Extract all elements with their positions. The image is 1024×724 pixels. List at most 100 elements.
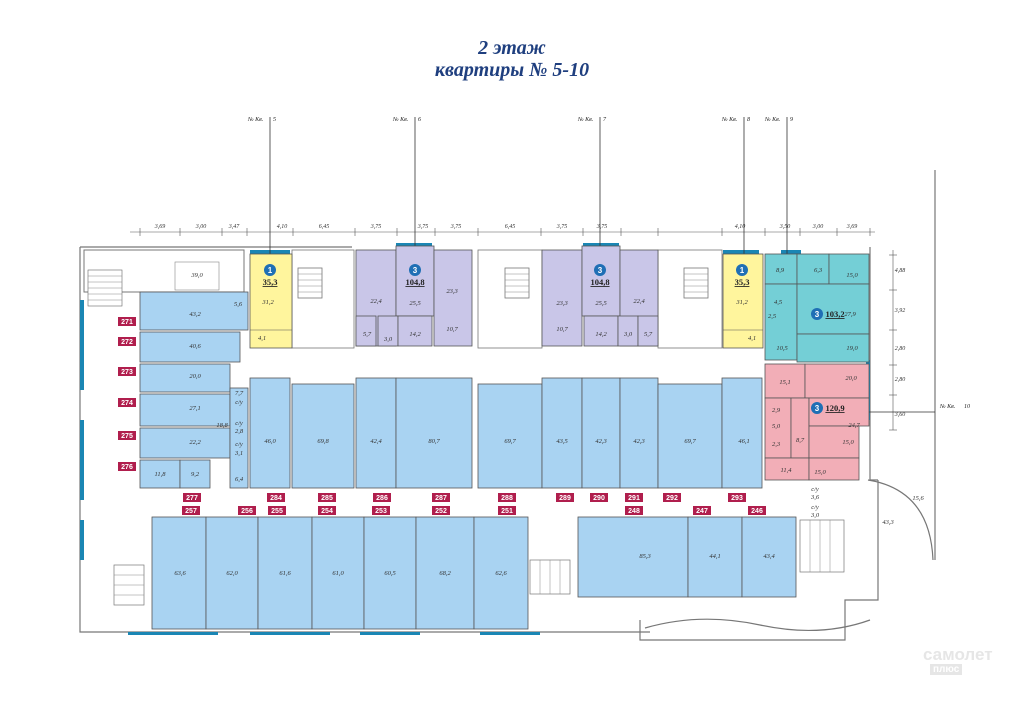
svg-text:287: 287 (435, 495, 447, 502)
apartment-10[interactable] (764, 363, 870, 481)
room-area: 22,4 (633, 298, 645, 305)
dim-label: 3,75 (596, 224, 608, 230)
apartments-subtitle: квартиры № 5-10 (434, 59, 590, 81)
room-area: 20,0 (189, 373, 201, 380)
svg-text:271: 271 (121, 319, 133, 326)
apartment-badge-9[interactable]: 3 103,2 (811, 308, 845, 320)
svg-text:285: 285 (321, 495, 333, 502)
dim-label: 3,75 (556, 224, 568, 230)
room-area: 7,7 (235, 390, 244, 397)
room-area: 3,0 (810, 512, 820, 519)
apartment-label-8: № Кв.8 (721, 117, 750, 123)
svg-text:8: 8 (747, 117, 750, 123)
svg-text:104,8: 104,8 (590, 277, 609, 287)
apartment-label-10: № Кв.10 (939, 404, 970, 410)
room-area: 31,2 (261, 299, 274, 306)
dim-label: 6,45 (319, 223, 330, 230)
svg-text:274: 274 (121, 400, 133, 407)
apartment-badge-7[interactable]: 3 104,8 (590, 264, 610, 287)
room-area: 11,8 (155, 471, 167, 478)
svg-text:257: 257 (185, 508, 197, 515)
room-area: 46,1 (738, 438, 749, 445)
room-area: 10,7 (556, 326, 568, 333)
svg-text:35,3: 35,3 (263, 277, 278, 287)
svg-text:273: 273 (121, 369, 133, 376)
watermark-brand: самолет (923, 645, 993, 664)
svg-text:246: 246 (751, 508, 763, 515)
dim-label: 3,75 (450, 224, 462, 230)
room-area: 2,3 (772, 441, 781, 448)
room-area: 2,9 (772, 407, 781, 414)
room-area: 3,0 (623, 331, 633, 338)
room-area: 3,6 (810, 494, 820, 501)
svg-text:1: 1 (268, 266, 273, 275)
apartment-6[interactable] (355, 245, 473, 347)
room-area: 18,8 (216, 422, 228, 429)
room-area: 5,7 (644, 331, 653, 338)
svg-text:277: 277 (186, 495, 198, 502)
room-area: 60,5 (384, 570, 396, 577)
dim-label: 4,88 (895, 267, 906, 274)
room-area: 11,4 (781, 467, 793, 474)
svg-text:3: 3 (815, 404, 820, 413)
svg-text:7: 7 (603, 117, 607, 123)
room-area: 20,0 (845, 375, 857, 382)
dim-label: 3,75 (417, 224, 429, 230)
room-area: 3,0 (383, 336, 393, 343)
svg-text:289: 289 (559, 495, 571, 502)
left-office-rooms (139, 291, 249, 489)
room-area: 2,8 (235, 428, 244, 435)
svg-text:275: 275 (121, 433, 133, 440)
room-area: 61,0 (332, 570, 344, 577)
apartment-badge-10[interactable]: 3 120,9 (811, 402, 845, 414)
room-area: 15,0 (814, 469, 826, 476)
room-area: 5,0 (772, 423, 781, 430)
watermark-sub: плюс (930, 664, 963, 675)
apartment-9[interactable] (764, 253, 870, 363)
room-area: 14,2 (595, 331, 607, 338)
bottom-stair-treads (114, 520, 831, 596)
room-area: 42,3 (633, 438, 645, 445)
apartment-badge-5[interactable]: 1 35,3 (263, 264, 278, 287)
room-area: 6,3 (814, 267, 823, 274)
dim-label: 4,10 (735, 223, 746, 230)
apartment-badge-6[interactable]: 3 104,8 (405, 264, 425, 287)
room-area: 8,9 (776, 267, 785, 274)
dim-label: 3,69 (846, 224, 858, 230)
apartment-pointers (269, 117, 935, 413)
svg-text:6: 6 (418, 117, 421, 123)
top-left-block: 39,0 (83, 249, 245, 307)
room-area: с/у (811, 486, 819, 493)
room-area: с/у (811, 504, 819, 511)
room-area: 27,9 (844, 311, 856, 318)
room-area: 9,2 (191, 471, 200, 478)
dim-label: 2,80 (895, 377, 906, 383)
svg-text:№ Кв.: № Кв. (392, 117, 408, 123)
svg-text:290: 290 (593, 495, 605, 502)
apartment-7[interactable] (541, 245, 659, 347)
svg-text:3: 3 (598, 266, 603, 275)
svg-text:35,3: 35,3 (735, 277, 750, 287)
room-area: 68,2 (439, 570, 451, 577)
room-area: 62,0 (226, 570, 238, 577)
room-area: 31,2 (735, 299, 748, 306)
room-area: 5,6 (234, 301, 243, 308)
svg-text:256: 256 (241, 508, 253, 515)
room-area: 14,2 (409, 331, 421, 338)
room-area: 44,1 (709, 553, 720, 560)
room-area: 23,3 (556, 300, 568, 307)
svg-text:254: 254 (321, 508, 333, 515)
top-dimension-line: 3,69 3,00 3,47 4,10 6,45 3,75 3,75 3,75 … (130, 223, 875, 236)
dim-label: 3,00 (812, 224, 824, 230)
room-area: 39,0 (190, 272, 203, 279)
room-area: 8,7 (796, 437, 805, 444)
room-area: 22,4 (370, 298, 382, 305)
room-area: 15,0 (842, 439, 854, 446)
room-area: 3,1 (234, 450, 243, 457)
room-area: с/у (235, 399, 243, 406)
svg-text:288: 288 (501, 495, 513, 502)
svg-text:№ Кв.: № Кв. (939, 404, 955, 410)
room-area: 25,5 (595, 300, 607, 307)
apartment-badge-8[interactable]: 1 35,3 (735, 264, 750, 287)
svg-text:272: 272 (121, 339, 133, 346)
